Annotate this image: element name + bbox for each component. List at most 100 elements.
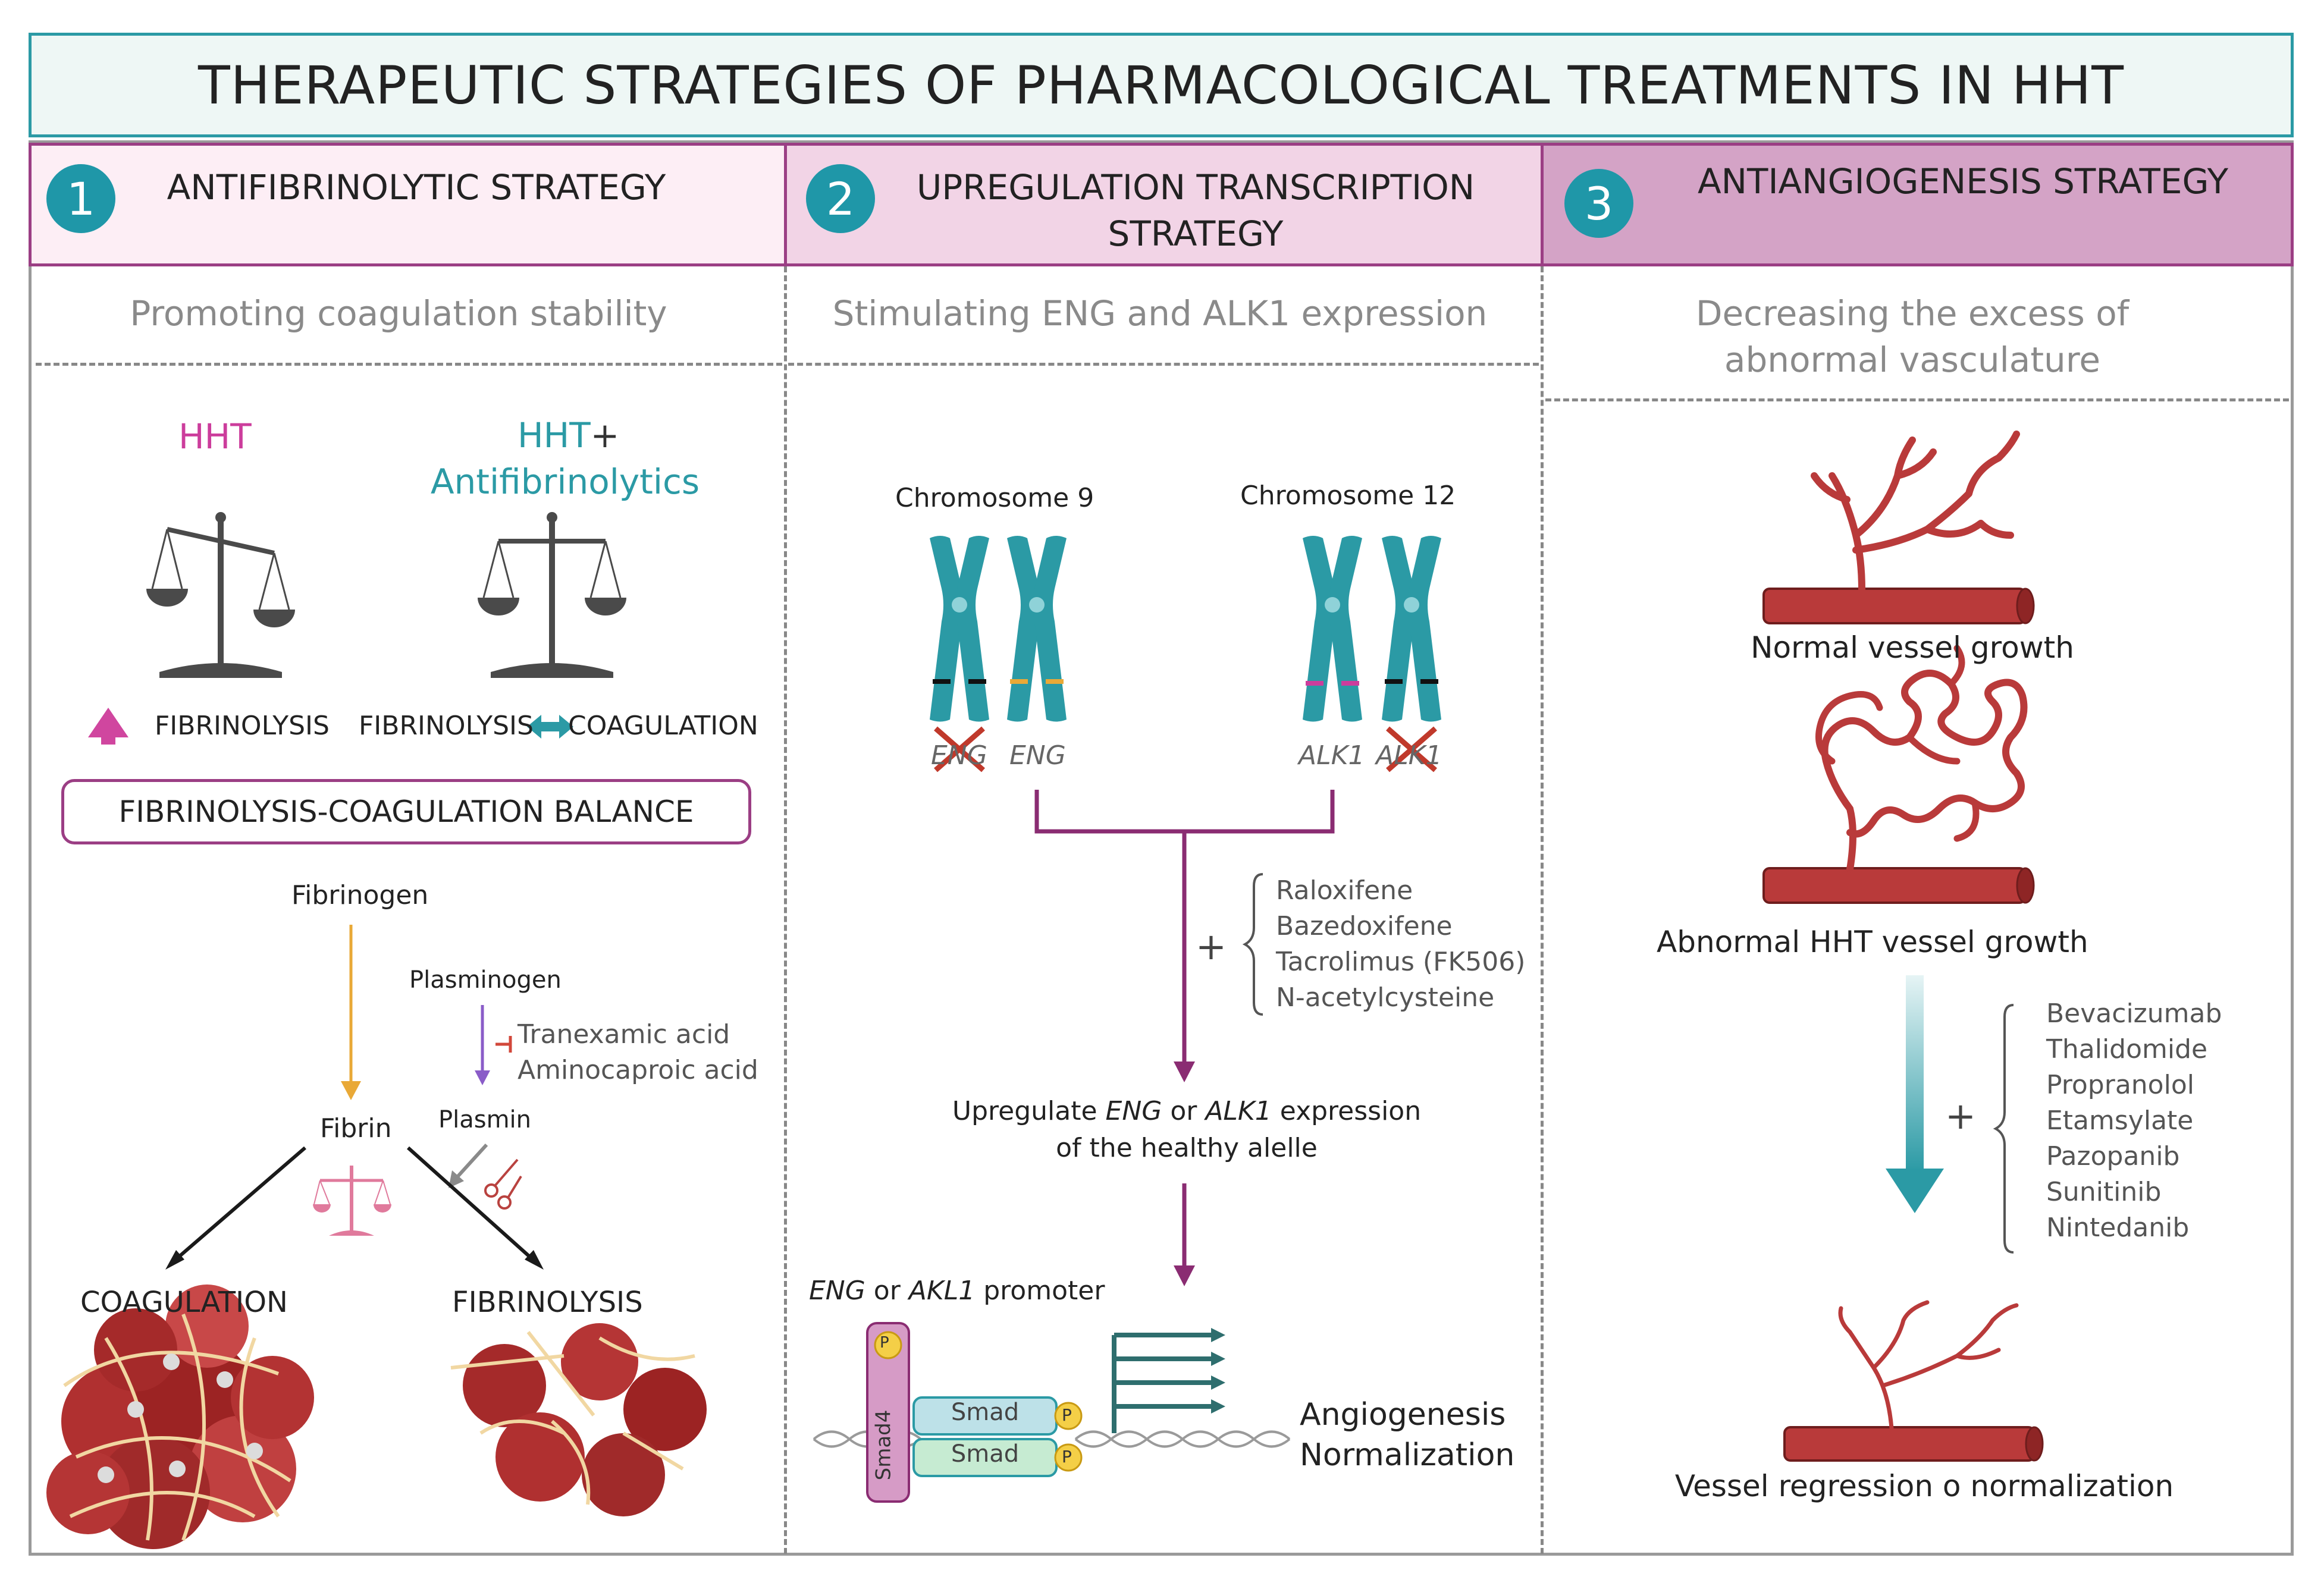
fibrinolysis-increase-label: FIBRINOLYSIS (155, 711, 330, 741)
healthy-allele-bracket (1034, 790, 1335, 834)
smad-p-label-1: P (1062, 1405, 1072, 1425)
panel2-title: UPREGULATION TRANSCRIPTION STRATEGY (892, 164, 1499, 257)
to-fibrinolysis-arrow (406, 1146, 536, 1262)
drug-nintedanib: Nintedanib (2046, 1213, 2190, 1243)
panel2-header (784, 143, 1544, 266)
panel3-title: ANTIANGIOGENESIS STRATEGY (1697, 161, 2229, 202)
hht-plus-label: HHT+ (518, 415, 619, 456)
panel3-number-badge: 3 (1564, 169, 1633, 238)
panel2-subtitle: Stimulating ENG and ALK1 expression (832, 293, 1488, 334)
panel2-graphics (813, 536, 1441, 1503)
smad-phospho-2 (1054, 1443, 1083, 1472)
outcome-line2: Normalization (1300, 1437, 1515, 1473)
plasminogen-label: Plasminogen (409, 966, 562, 994)
panel2-drug-list: Raloxifene Bazedoxifene Tacrolimus (FK50… (1276, 873, 1525, 1016)
drug-thalidomide: Thalidomide (2046, 1034, 2208, 1064)
chromosome-12-pair (1303, 536, 1441, 722)
smad4-label-wrap: Smad4 (871, 1397, 895, 1493)
smad-label-2: Smad (951, 1440, 1020, 1468)
upregulate-or: or (1162, 1096, 1206, 1126)
abnormal-vessel-label: Abnormal HHT vessel growth (1657, 925, 2088, 959)
drug-pazopanib: Pazopanib (2046, 1141, 2180, 1172)
drug-tranexamic-acid: Tranexamic acid (518, 1019, 730, 1050)
blood-clot-image (46, 1284, 314, 1549)
promoter-or: or (865, 1276, 909, 1306)
smad4-p-label: P (880, 1334, 889, 1352)
balance-right-label: COAGULATION (568, 711, 758, 741)
upregulate-alk1: ALK1 (1205, 1096, 1272, 1126)
panel2-plus-sign: + (1196, 925, 1227, 968)
smad-phospho-1 (1054, 1402, 1083, 1430)
panel3-drug-list: Bevacizumab Thalidomide Propranolol Etam… (2046, 996, 2222, 1246)
divider-1 (784, 266, 787, 1554)
promoter-suffix: promoter (975, 1276, 1105, 1306)
panel3-subtitle-rule (1545, 398, 2289, 401)
scale-balanced-icon (478, 512, 626, 678)
panel2-subtitle-rule (788, 363, 1539, 366)
outcome-line1: Angiogenesis (1300, 1397, 1506, 1433)
panel2-number-badge: 2 (806, 164, 875, 233)
panel1-subtitle-rule (36, 363, 782, 366)
promoter-label: ENG or AKL1 promoter (809, 1276, 1105, 1306)
panel3-subtitle: Decreasing the excess of abnormal vascul… (1547, 290, 2278, 383)
plasmin-label: Plasmin (438, 1106, 532, 1133)
drug-bevacizumab: Bevacizumab (2046, 998, 2222, 1029)
panel1-number-badge: 1 (46, 164, 115, 233)
smad4-label: Smad4 (871, 1409, 896, 1481)
hht-plus-hht: HHT (518, 415, 591, 456)
eng-crossed-label: ENG (931, 740, 987, 771)
coagulation-label: COAGULATION (80, 1286, 288, 1319)
fibrinolysis-coagulation-balance-box: FIBRINOLYSIS-COAGULATION BALANCE (61, 779, 751, 844)
hht-label: HHT (178, 416, 252, 457)
chromosome-12-label: Chromosome 12 (1240, 480, 1456, 511)
panel1-header (29, 143, 787, 266)
fibrinogen-arrowhead (341, 1081, 361, 1100)
figure-title: THERAPEUTIC STRATEGIES OF PHARMACOLOGICA… (197, 54, 2125, 116)
balance-box-label: FIBRINOLYSIS-COAGULATION BALANCE (118, 794, 694, 829)
chromosome-9-pair (930, 536, 1067, 722)
panel3-graphics (1762, 431, 2044, 1462)
plasminogen-arrowhead (475, 1070, 490, 1085)
transcription-arrows (1112, 1328, 1225, 1433)
balance-left-label: FIBRINOLYSIS (359, 711, 534, 741)
to-coagulation-arrow (173, 1146, 306, 1262)
panel2-title-line2: STRATEGY (1108, 213, 1284, 254)
drug-raloxifene: Raloxifene (1276, 875, 1413, 906)
increase-arrow-icon (88, 708, 128, 745)
drug-aminocaproic-acid: Aminocaproic acid (518, 1055, 758, 1085)
smad-label-1: Smad (951, 1399, 1020, 1426)
upregulate-prefix: Upregulate (952, 1096, 1106, 1126)
drug-brace (1242, 873, 1263, 1016)
panel3-subtitle-line1: Decreasing the excess of (1695, 293, 2129, 334)
angiogenesis-normalization-label: Angiogenesis Normalization (1300, 1395, 1514, 1475)
promoter-akl1: AKL1 (908, 1276, 976, 1306)
fibrin-label: Fibrin (320, 1113, 392, 1144)
figure-frame (29, 140, 2294, 1556)
chromosome-9-label: Chromosome 9 (895, 483, 1094, 513)
eng-label: ENG (1009, 740, 1066, 771)
fibrinolysis-label: FIBRINOLYSIS (452, 1286, 643, 1319)
panel3-subtitle-line2: abnormal vasculature (1724, 340, 2101, 380)
antifibrinolytic-drugs: Tranexamic acid Aminocaproic acid (518, 1017, 758, 1088)
regression-label: Vessel regression o normalization (1674, 1469, 2174, 1503)
smad4-phospho (874, 1331, 902, 1359)
panel3-plus-sign: + (1945, 1094, 1976, 1138)
normal-vessel-image (1762, 431, 2035, 624)
drug-n-acetylcysteine: N-acetylcysteine (1276, 982, 1495, 1013)
drug-propranolol: Propranolol (2046, 1070, 2194, 1100)
small-balance-icon (313, 1166, 391, 1236)
scissors-icon (484, 1158, 522, 1210)
panel3-drug-brace (1993, 1004, 2014, 1254)
double-arrow-icon (527, 715, 573, 739)
plasmin-arrow (455, 1143, 488, 1179)
smad4-protein (866, 1322, 910, 1503)
alk1-label: ALK1 (1299, 740, 1365, 771)
upregulate-suffix: expression (1271, 1096, 1422, 1126)
panel2-title-line1: UPREGULATION TRANSCRIPTION (916, 167, 1475, 208)
upregulate-text: Upregulate ENG or ALK1 expression of the… (886, 1093, 1487, 1167)
fibrinogen-label: Fibrinogen (291, 880, 429, 910)
drug-bazedoxifene: Bazedoxifene (1276, 911, 1453, 941)
upregulate-eng: ENG (1105, 1096, 1162, 1126)
regressed-vessel-image (1783, 1300, 2044, 1462)
